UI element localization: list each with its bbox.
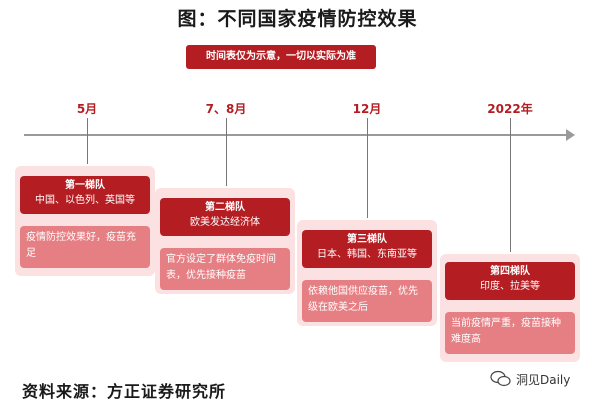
tier-3-description: 依赖他国供应疫苗，优先级在欧美之后: [302, 280, 432, 322]
tier-4-header: 第四梯队 印度、拉美等: [445, 262, 575, 300]
tier-4-countries: 印度、拉美等: [480, 281, 540, 292]
timeline-label-3: 12月: [352, 102, 382, 116]
tier-3-name: 第三梯队: [347, 234, 387, 245]
tier-1-description: 疫情防控效果好，疫苗充足: [20, 226, 150, 268]
tier-4-name: 第四梯队: [490, 266, 530, 277]
timeline-label-1: 5月: [76, 102, 98, 116]
watermark-text: 洞见Daily: [516, 372, 571, 387]
timeline-connector-4: [510, 118, 511, 252]
tier-1-name: 第一梯队: [65, 180, 105, 191]
chat-bubble-icon: [490, 370, 512, 388]
timeline-label-4: 2022年: [487, 102, 533, 116]
tier-2-countries: 欧美发达经济体: [190, 217, 260, 228]
timeline-connector-2: [226, 118, 227, 186]
source-note: 资料来源：方正证券研究所: [22, 382, 227, 401]
tier-3-header: 第三梯队 日本、韩国、东南亚等: [302, 230, 432, 268]
timeline-connector-3: [367, 118, 368, 218]
watermark: 洞见Daily: [490, 370, 570, 388]
timeline-arrow-icon: [566, 129, 575, 141]
tier-3-countries: 日本、韩国、东南亚等: [317, 249, 417, 260]
timeline-label-2: 7、8月: [205, 102, 247, 116]
tier-1-countries: 中国、以色列、英国等: [35, 195, 135, 206]
timeline-connector-1: [87, 118, 88, 164]
tier-4-description: 当前疫情严重，疫苗接种难度高: [445, 312, 575, 354]
disclaimer-note: 时间表仅为示意，一切以实际为准: [186, 45, 376, 69]
figure-title: 图：不同国家疫情防控效果: [177, 8, 418, 30]
tier-1-header: 第一梯队 中国、以色列、英国等: [20, 176, 150, 214]
timeline-axis: [24, 134, 570, 136]
tier-2-name: 第二梯队: [205, 202, 245, 213]
tier-2-header: 第二梯队 欧美发达经济体: [160, 198, 290, 236]
tier-2-description: 官方设定了群体免疫时间表，优先接种疫苗: [160, 248, 290, 290]
